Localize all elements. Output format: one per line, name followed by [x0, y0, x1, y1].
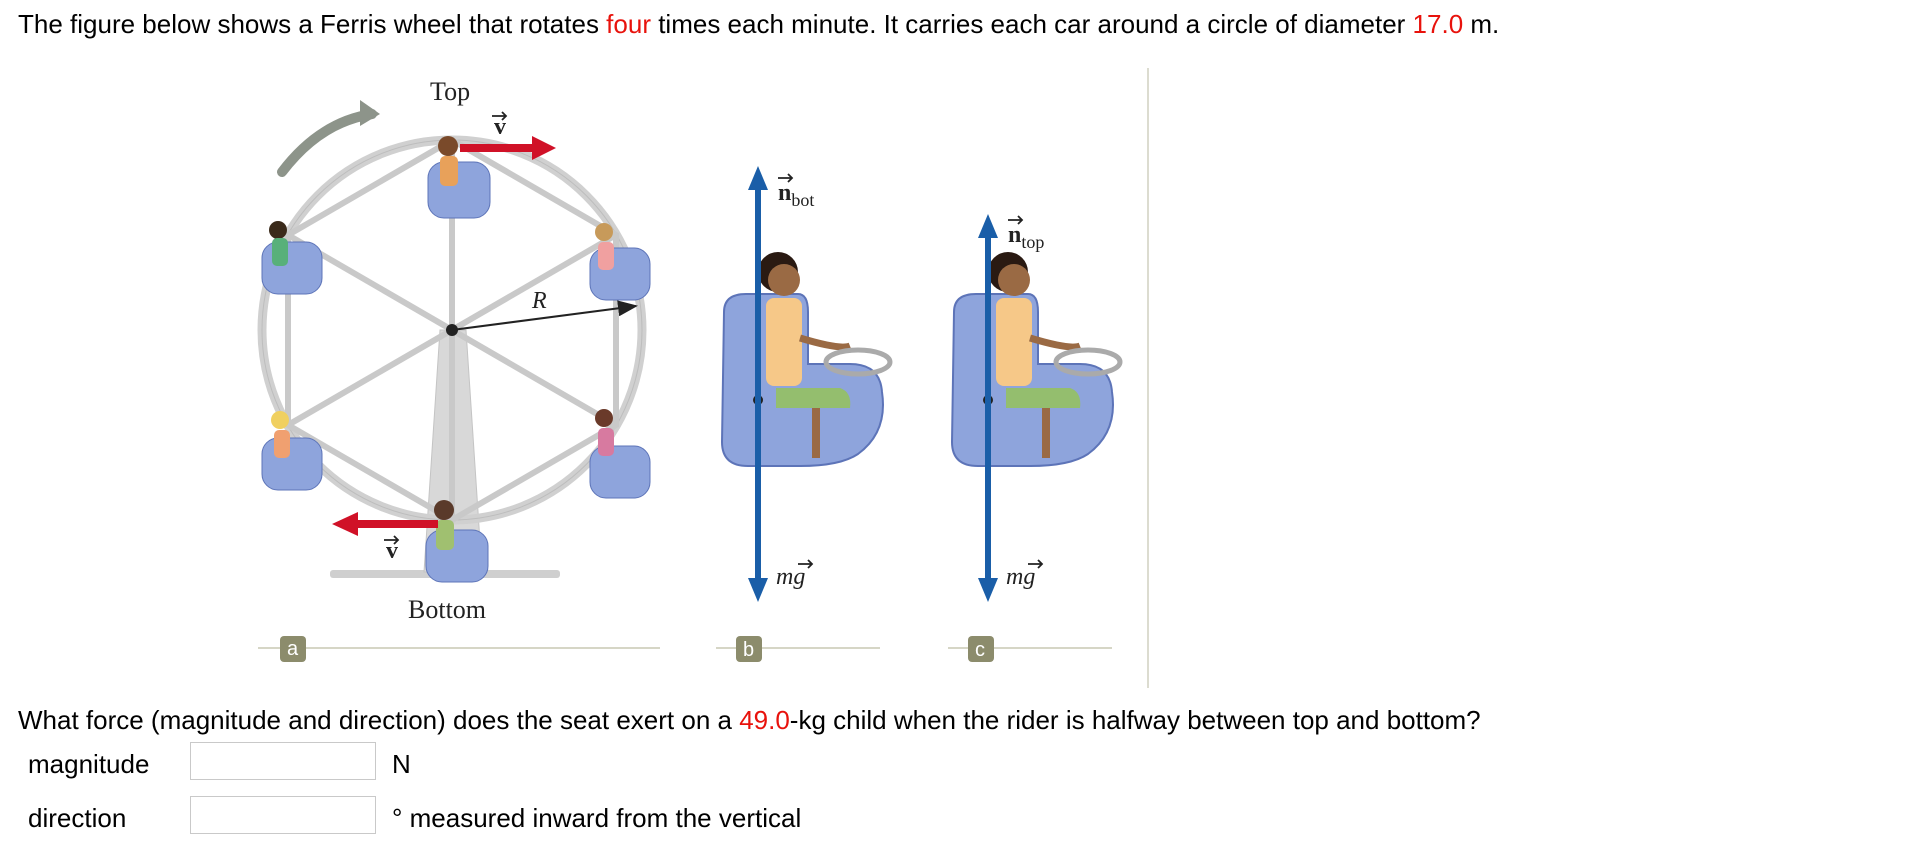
wheel-spokes: [285, 136, 619, 524]
velocity-label-top: v: [494, 114, 506, 140]
rider-c-torso: [996, 298, 1032, 386]
velocity-label-bottom: v: [386, 538, 398, 564]
normal-c-subscript: top: [1021, 232, 1044, 252]
weight-label-c: mg: [1006, 564, 1035, 590]
car-upper-right: [589, 223, 651, 301]
problem-statement: The figure below shows a Ferris wheel th…: [18, 4, 1898, 44]
panel-label-b: b: [743, 639, 754, 661]
panel-c-top-rider: ntop mg c: [948, 214, 1123, 662]
normal-b-label: n: [778, 180, 791, 206]
magnitude-input[interactable]: [190, 742, 376, 780]
car-upper-left: [261, 221, 323, 295]
panel-badge-c: [968, 636, 994, 662]
normal-c-label: n: [1008, 222, 1021, 248]
magnitude-unit: N: [392, 749, 411, 779]
panel-badge-b: [736, 636, 762, 662]
panel-label-a: a: [287, 638, 299, 660]
car-lower-right: [589, 409, 651, 499]
question-text-1: What force (magnitude and direction) doe…: [18, 705, 740, 735]
question-text-2: -kg child when the rider is halfway betw…: [789, 705, 1481, 735]
panel-label-c: c: [975, 639, 985, 661]
car-bottom: [425, 500, 489, 583]
wheel-hub: [446, 324, 458, 336]
seat-c: [950, 293, 1114, 467]
direction-label: direction: [28, 803, 127, 833]
rider-b-torso: [766, 298, 802, 386]
mass-value: 49.0: [739, 705, 790, 735]
panel-badge-a: [280, 636, 306, 662]
car-top: [427, 136, 491, 219]
svg-text:ntop: ntop: [1008, 222, 1044, 252]
direction-unit: ° measured inward from the vertical: [392, 803, 802, 833]
radius-arrow: [451, 300, 638, 331]
intro-text-3: m.: [1463, 9, 1500, 39]
magnitude-label: magnitude: [28, 749, 150, 779]
intro-text-1: The figure below shows a Ferris wheel th…: [18, 9, 607, 39]
question-text: What force (magnitude and direction) doe…: [18, 700, 1481, 740]
panel-b-bottom-rider: nbot mg b: [716, 166, 893, 662]
panel-a-ferris-wheel: R: [257, 77, 660, 662]
seat-b: [720, 293, 884, 467]
diameter-value: 17.0: [1412, 9, 1464, 39]
weight-label-b: mg: [776, 564, 805, 590]
direction-input[interactable]: [190, 796, 376, 834]
normal-b-subscript: bot: [791, 190, 814, 210]
car-lower-left: [261, 411, 323, 491]
ferris-wheel-figure: R: [0, 62, 1160, 692]
radius-label: R: [531, 288, 547, 314]
bottom-label: Bottom: [408, 595, 486, 624]
svg-text:nbot: nbot: [778, 180, 814, 210]
top-label: Top: [430, 77, 470, 106]
intro-text-2: times each minute. It carries each car a…: [650, 9, 1413, 39]
rotation-rate: four: [606, 9, 651, 39]
